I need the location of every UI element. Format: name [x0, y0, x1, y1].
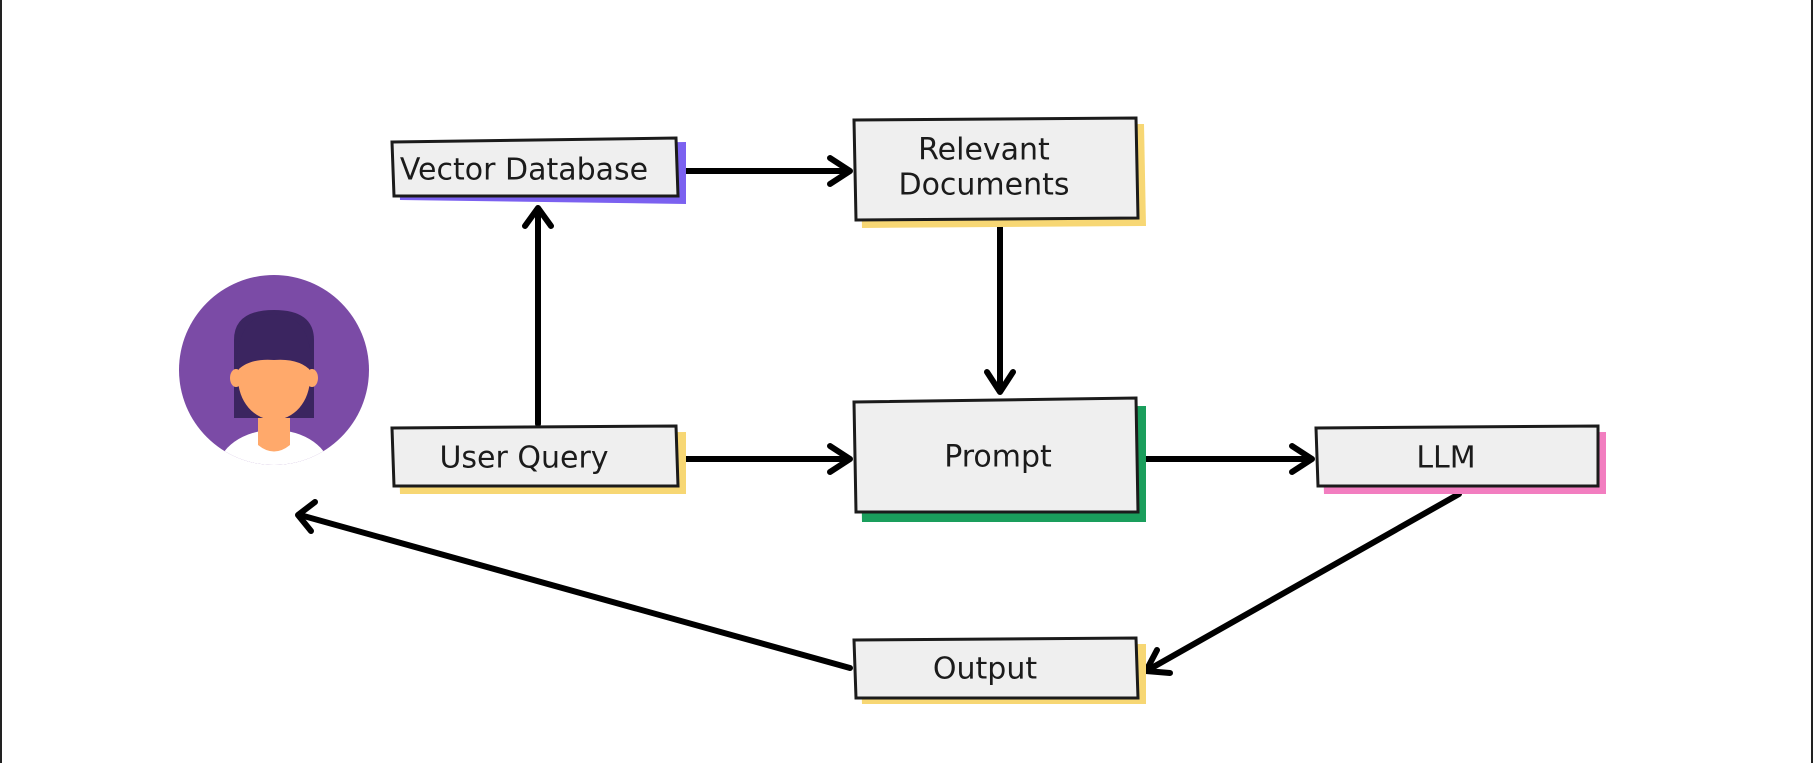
arrow-prompt-to-llm [1143, 443, 1315, 475]
relevant-documents-label-line2: Documents [898, 168, 1069, 203]
user-avatar-icon [179, 275, 369, 465]
arrow-llm-to-output [1143, 491, 1462, 676]
user-query-label: User Query [439, 441, 608, 476]
arrow-relevant-docs-to-prompt [984, 223, 1016, 395]
user-query-node[interactable]: User Query [390, 424, 686, 494]
output-label: Output [933, 652, 1037, 687]
relevant-documents-node[interactable]: Relevant Documents [852, 116, 1146, 228]
vector-database-node[interactable]: Vector Database [390, 136, 686, 204]
llm-label: LLM [1416, 441, 1475, 476]
output-node[interactable]: Output [852, 636, 1146, 704]
relevant-documents-label-line1: Relevant [918, 133, 1050, 168]
arrow-user-query-to-prompt [683, 443, 853, 475]
vector-database-label: Vector Database [400, 153, 648, 188]
arrow-output-to-user [295, 499, 853, 671]
prompt-label: Prompt [944, 440, 1052, 475]
arrows [295, 155, 1462, 676]
arrow-vector-db-to-relevant-docs [683, 155, 853, 187]
prompt-node[interactable]: Prompt [852, 396, 1146, 522]
llm-node[interactable]: LLM [1314, 424, 1606, 494]
arrow-user-query-to-vector-db [522, 205, 554, 427]
